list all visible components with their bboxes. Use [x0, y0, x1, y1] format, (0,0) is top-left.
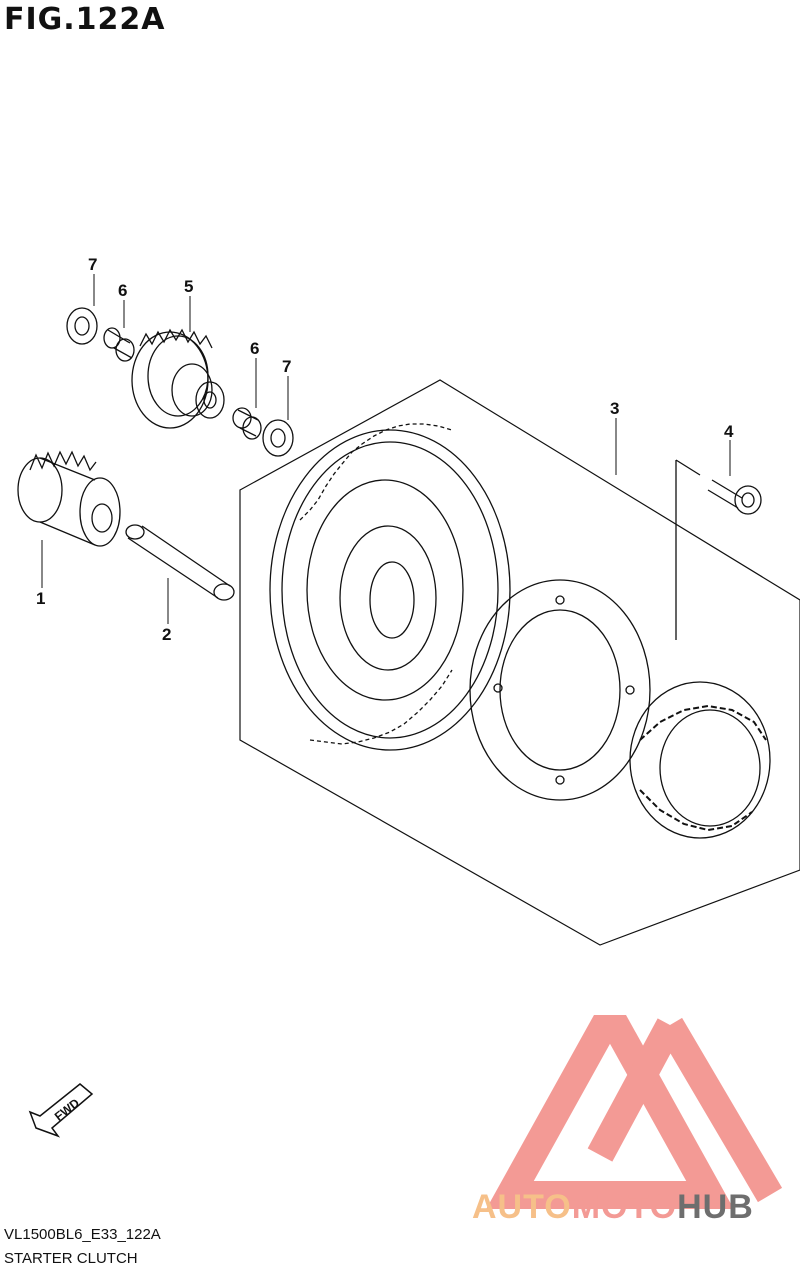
- callout-6-left: 6: [118, 281, 127, 300]
- footer-name: STARTER CLUTCH: [4, 1250, 138, 1267]
- watermark-text: AUTOMOTOHUB: [472, 1188, 754, 1227]
- watermark-moto: MOTO: [571, 1188, 678, 1226]
- part-1-idle-gear: [17, 450, 121, 547]
- callout-1: 1: [36, 589, 45, 608]
- watermark-logo-icon: [486, 1015, 783, 1209]
- watermark-auto: AUTO: [472, 1188, 572, 1226]
- part-6-bushing-left: [103, 327, 135, 362]
- one-way-clutch: [629, 681, 771, 839]
- callout-6-right: 6: [250, 339, 259, 358]
- clutch-housing: [469, 579, 651, 801]
- part-5-gear-cluster: [131, 328, 225, 429]
- watermark-hub: HUB: [677, 1188, 754, 1226]
- fwd-arrow: FWD: [28, 1083, 94, 1138]
- leader-lines: [41, 274, 731, 624]
- part-4-bolt: [675, 459, 762, 640]
- callout-4: 4: [724, 422, 734, 441]
- footer-code: VL1500BL6_E33_122A: [4, 1226, 161, 1243]
- assembly-outline: [239, 379, 800, 946]
- part-3-clutch-gear: [269, 423, 511, 751]
- callout-7-right: 7: [282, 357, 291, 376]
- callout-5: 5: [184, 277, 193, 296]
- part-2-shaft: [125, 524, 235, 601]
- callout-3: 3: [610, 399, 619, 418]
- callout-2: 2: [162, 625, 171, 644]
- part-6-bushing-right: [232, 407, 262, 440]
- callout-7-left: 7: [88, 255, 97, 274]
- figure-title: FIG.122A: [4, 2, 166, 37]
- part-7-washer-right: [262, 419, 294, 457]
- part-7-washer-left: [66, 307, 98, 345]
